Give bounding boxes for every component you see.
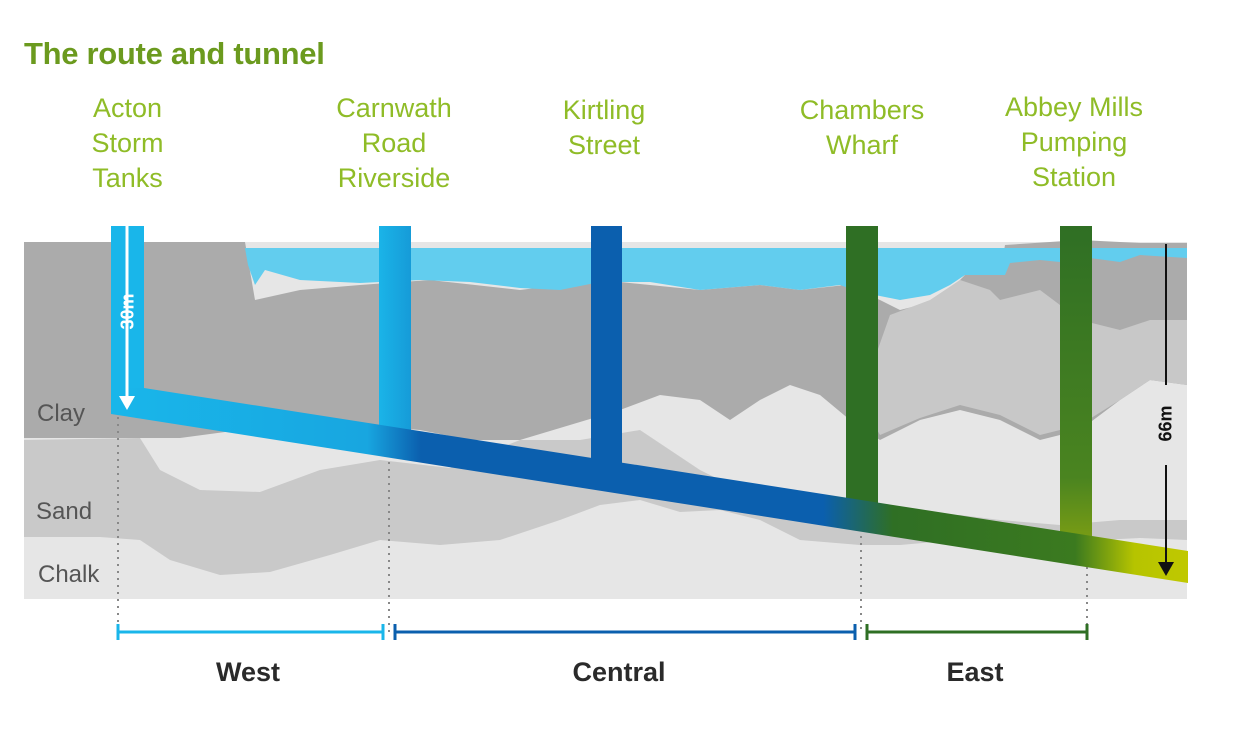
- shaft-label-line: Street: [567, 130, 641, 160]
- shaft-label-line: Pumping: [1020, 127, 1128, 157]
- shaft-label-line: Carnwath: [336, 93, 452, 123]
- section-label-central: Central: [572, 657, 666, 687]
- shaft-label-line: Acton: [92, 93, 163, 123]
- arrow-30m: [119, 340, 135, 410]
- layer-label-chalk: Chalk: [38, 561, 100, 588]
- shaft-label-line: Wharf: [825, 130, 898, 160]
- clay-light-patch: [860, 280, 1187, 435]
- shaft-carnwath: [379, 226, 411, 456]
- diagram-title: The route and tunnel: [24, 36, 325, 71]
- shaft-label-carnwath: Carnwath Road Riverside: [326, 91, 462, 196]
- bracket-central: [393, 624, 857, 640]
- shaft-label-line: Riverside: [337, 163, 451, 193]
- arrow-66m: [1158, 244, 1174, 576]
- section-guides: [117, 410, 1088, 632]
- bracket-east: [865, 624, 1089, 640]
- main-tunnel: [111, 388, 1188, 583]
- shaft-label-line: Road: [361, 128, 427, 158]
- section-label-west: West: [215, 657, 281, 687]
- shaft-label-abbey: Abbey Mills Pumping Station: [996, 90, 1152, 195]
- shaft-label-kirtling: Kirtling Street: [544, 93, 664, 163]
- depth-label-start: 30m: [117, 293, 138, 330]
- shaft-abbey: [1060, 226, 1092, 561]
- shaft-label-line: Station: [1031, 162, 1117, 192]
- shaft-label-line: Kirtling: [562, 95, 646, 125]
- section-label-east: East: [946, 657, 1004, 687]
- layer-label-sand: Sand: [36, 498, 93, 525]
- shaft-label-chambers: Chambers Wharf: [792, 93, 932, 163]
- shaft-label-acton: Acton Storm Tanks: [70, 91, 185, 196]
- shaft-label-line: Tanks: [92, 163, 163, 193]
- shaft-kirtling: [591, 226, 622, 476]
- depth-label-end: 66m: [1155, 405, 1176, 442]
- bracket-west: [116, 624, 385, 640]
- layer-label-clay: Clay: [37, 400, 86, 427]
- river-thames: [245, 248, 1187, 300]
- sand-layer: [24, 430, 1187, 575]
- shaft-label-line: Chambers: [799, 95, 925, 125]
- shaft-label-line: Abbey Mills: [1004, 92, 1144, 122]
- shaft-chambers: [846, 226, 878, 516]
- shaft-label-line: Storm: [91, 128, 164, 158]
